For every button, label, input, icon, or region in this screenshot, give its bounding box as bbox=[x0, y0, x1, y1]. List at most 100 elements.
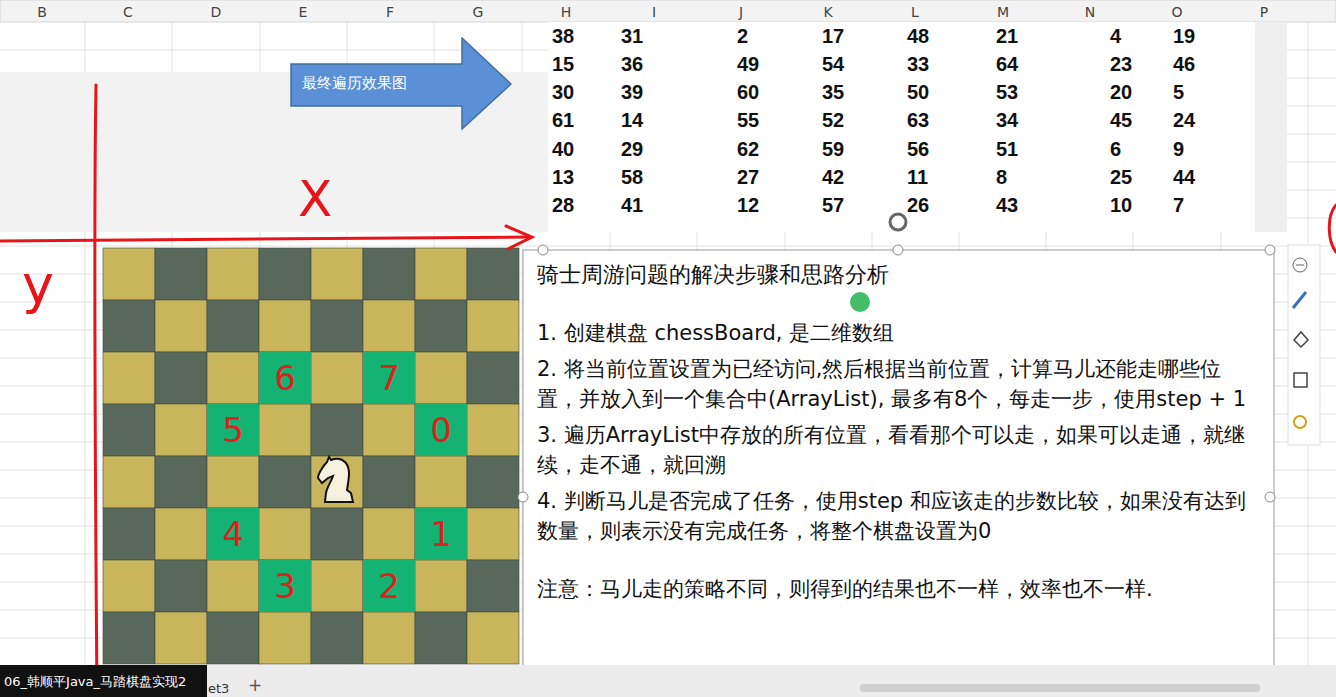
board-square bbox=[259, 300, 311, 352]
column-header: J bbox=[731, 3, 751, 21]
table-cell: 34 bbox=[996, 108, 1018, 132]
table-cell: 5 bbox=[1173, 80, 1184, 104]
table-cell: 60 bbox=[737, 80, 759, 104]
table-cell: 45 bbox=[1110, 108, 1132, 132]
axis-label: X bbox=[298, 172, 332, 226]
result-image bbox=[548, 22, 1255, 232]
board-square bbox=[207, 560, 259, 612]
column-header: D bbox=[206, 3, 226, 21]
board-square bbox=[363, 300, 415, 352]
column-header: P bbox=[1254, 3, 1274, 21]
column-header: H bbox=[556, 3, 576, 21]
table-cell: 29 bbox=[621, 137, 643, 161]
table-cell: 51 bbox=[996, 137, 1018, 161]
board-square bbox=[103, 560, 155, 612]
text-box-frame bbox=[523, 250, 1274, 678]
table-cell: 20 bbox=[1110, 80, 1132, 104]
table-cell: 15 bbox=[552, 52, 574, 76]
table-cell: 62 bbox=[737, 137, 759, 161]
table-cell: 61 bbox=[552, 108, 574, 132]
table-cell: 55 bbox=[737, 108, 759, 132]
board-square bbox=[155, 300, 207, 352]
step-item: 2. 将当前位置设置为已经访问,然后根据当前位置，计算马儿还能走哪些位置，并放入… bbox=[537, 354, 1260, 414]
board-square bbox=[363, 404, 415, 456]
board-square bbox=[207, 352, 259, 404]
table-cell: 25 bbox=[1110, 165, 1132, 189]
step-item: 4. 判断马儿是否完成了任务，使用step 和应该走的步数比较，如果没有达到数量… bbox=[537, 486, 1260, 546]
table-cell: 10 bbox=[1110, 193, 1132, 217]
selection-handles bbox=[518, 245, 1275, 502]
column-header-bar bbox=[0, 0, 1336, 22]
column-header: O bbox=[1167, 3, 1187, 21]
move-square: 5 bbox=[207, 404, 259, 456]
rotate-handle bbox=[890, 214, 906, 230]
column-header: B bbox=[32, 3, 52, 21]
board-square bbox=[311, 404, 363, 456]
board-square bbox=[415, 612, 467, 664]
table-cell: 53 bbox=[996, 80, 1018, 104]
cursor-dot bbox=[850, 292, 870, 312]
board-square bbox=[259, 248, 311, 300]
board-square bbox=[415, 404, 467, 456]
table-cell: 6 bbox=[1110, 137, 1121, 161]
table-cell: 26 bbox=[907, 193, 929, 217]
board-square bbox=[467, 560, 519, 612]
table-cell: 30 bbox=[552, 80, 574, 104]
table-cell: 54 bbox=[822, 52, 844, 76]
table-cell: 38 bbox=[552, 24, 574, 48]
column-header: L bbox=[905, 3, 925, 21]
board-square bbox=[103, 404, 155, 456]
table-cell: 63 bbox=[907, 108, 929, 132]
column-header: K bbox=[818, 3, 838, 21]
scroll-bar bbox=[860, 684, 1260, 692]
table-cell: 23 bbox=[1110, 52, 1132, 76]
board-square bbox=[207, 612, 259, 664]
move-square: 2 bbox=[363, 560, 415, 612]
knight-piece bbox=[318, 457, 353, 502]
arrow-outline bbox=[291, 38, 511, 129]
board-square bbox=[467, 508, 519, 560]
board-square bbox=[259, 352, 311, 404]
move-number: 6 bbox=[274, 358, 296, 398]
board-square bbox=[103, 248, 155, 300]
column-header: F bbox=[380, 3, 400, 21]
table-cell: 44 bbox=[1173, 165, 1195, 189]
board-square bbox=[467, 456, 519, 508]
table-cell: 52 bbox=[822, 108, 844, 132]
move-square: 3 bbox=[259, 560, 311, 612]
table-cell: 14 bbox=[621, 108, 643, 132]
move-square: 1 bbox=[415, 508, 467, 560]
column-header: M bbox=[993, 3, 1013, 21]
board-square bbox=[311, 456, 363, 508]
board-square bbox=[311, 560, 363, 612]
step-item: 3. 遍历ArrayList中存放的所有位置，看看那个可以走，如果可以走通，就继… bbox=[537, 420, 1260, 480]
board-square bbox=[207, 248, 259, 300]
board-square bbox=[259, 612, 311, 664]
video-title-bar bbox=[0, 665, 207, 697]
board-square bbox=[155, 404, 207, 456]
board-square bbox=[259, 404, 311, 456]
sheet-tab-bar bbox=[0, 665, 1336, 697]
sheet-tab: et3 bbox=[208, 680, 229, 697]
table-cell: 59 bbox=[822, 137, 844, 161]
board-square bbox=[103, 352, 155, 404]
table-cell: 40 bbox=[552, 137, 574, 161]
table-cell: 46 bbox=[1173, 52, 1195, 76]
move-square: 0 bbox=[415, 404, 467, 456]
board-square bbox=[259, 560, 311, 612]
arrow-label: 最终遍历效果图 bbox=[302, 73, 460, 93]
board-square bbox=[155, 352, 207, 404]
board-square bbox=[155, 248, 207, 300]
board-square bbox=[415, 508, 467, 560]
chessboard bbox=[103, 248, 519, 664]
move-number: 7 bbox=[378, 358, 400, 398]
video-title: 06_韩顺平Java_马踏棋盘实现2 bbox=[4, 673, 186, 690]
add-sheet-button: + bbox=[248, 675, 262, 696]
board-square bbox=[467, 352, 519, 404]
board-square bbox=[363, 456, 415, 508]
panel-title: 骑士周游问题的解决步骤和思路分析 bbox=[537, 260, 1260, 290]
table-cell: 7 bbox=[1173, 193, 1184, 217]
board-square bbox=[259, 508, 311, 560]
board-square bbox=[311, 612, 363, 664]
table-cell: 4 bbox=[1110, 24, 1121, 48]
